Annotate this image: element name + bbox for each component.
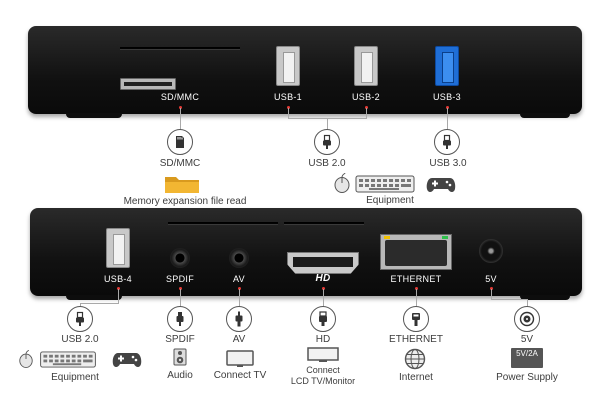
usb-plug-icon: [67, 306, 93, 332]
bottom-equipment-caption: Equipment: [51, 372, 99, 383]
leader-line: [491, 289, 492, 299]
leader-line: [239, 289, 240, 307]
av-label: AV: [233, 274, 245, 284]
speaker-icon: [173, 348, 187, 366]
gamepad-icon: [426, 174, 456, 194]
hd-callout-title: HD: [315, 334, 331, 345]
usb-1-port[interactable]: [276, 46, 300, 86]
leader-line: [416, 289, 417, 307]
tv-box-rear-top: [28, 26, 582, 114]
keyboard-icon: [38, 351, 98, 368]
leader-line: [118, 289, 119, 303]
usb-3-label: USB-3: [432, 92, 461, 102]
bottom-usb20-title: USB 2.0: [61, 334, 99, 345]
leader-line: [447, 108, 448, 130]
leader-line: [80, 303, 119, 304]
ethernet-callout-title: ETHERNET: [389, 334, 443, 345]
av-plug-icon: [226, 306, 252, 332]
device-foot: [520, 295, 570, 300]
sd-card-icon: [167, 129, 193, 155]
folder-icon: [163, 173, 201, 195]
gamepad-icon: [112, 349, 142, 369]
connect-tv-caption: Connect TV: [213, 370, 267, 381]
leader-line: [180, 108, 181, 130]
usb-2-port[interactable]: [354, 46, 378, 86]
mouse-icon: [18, 350, 34, 368]
device-foot: [66, 295, 122, 300]
usb-3-port[interactable]: [435, 46, 459, 86]
leader-dot: [446, 106, 449, 109]
usb20-callout-title: USB 2.0: [308, 158, 346, 169]
dc-power-jack[interactable]: [479, 239, 503, 263]
spdif-label: SPDIF: [165, 274, 194, 284]
ethernet-led: [442, 236, 448, 239]
leader-dot: [322, 287, 325, 290]
power-adapter-icon: 5V/2A: [511, 348, 543, 368]
spdif-plug-icon: [167, 306, 193, 332]
leader-dot: [287, 106, 290, 109]
leader-dot: [238, 287, 241, 290]
hdmi-port-opening: [293, 257, 353, 267]
leader-dot: [365, 106, 368, 109]
vent-slot: [168, 222, 278, 225]
leader-line: [327, 118, 328, 130]
top-equipment-caption: Equipment: [366, 195, 414, 206]
leader-line: [288, 108, 289, 118]
connect-lcd-line2: LCD TV/Monitor: [290, 376, 356, 386]
ethernet-led: [384, 236, 390, 239]
ethernet-label: ETHERNET: [390, 274, 442, 284]
sd-callout-title: SD/MMC: [159, 158, 201, 169]
usb-4-port[interactable]: [106, 228, 130, 268]
leader-line: [491, 299, 528, 300]
av-callout-title: AV: [232, 334, 246, 345]
usb-4-label: USB-4: [103, 274, 132, 284]
leader-line: [527, 299, 528, 307]
v5-callout-title: 5V: [520, 334, 534, 345]
leader-line: [366, 108, 367, 118]
leader-dot: [490, 287, 493, 290]
spdif-callout-title: SPDIF: [165, 334, 195, 345]
vent-slot: [284, 222, 364, 225]
leader-line: [180, 289, 181, 307]
sd-port-label: SD/MMC: [160, 92, 200, 102]
leader-dot: [117, 287, 120, 290]
internet-caption: Internet: [399, 372, 433, 383]
leader-dot: [415, 287, 418, 290]
usb30-callout-title: USB 3.0: [429, 158, 467, 169]
globe-icon: [404, 348, 426, 370]
usb-2-label: USB-2: [351, 92, 380, 102]
device-foot: [520, 113, 570, 118]
sd-card-slot[interactable]: [120, 78, 176, 90]
ethernet-port-opening: [385, 240, 447, 266]
monitor-icon: [307, 347, 339, 363]
audio-caption: Audio: [167, 370, 193, 381]
spdif-jack[interactable]: [170, 248, 190, 268]
connect-lcd-line1: Connect: [306, 365, 340, 375]
usb-plug-icon: [434, 129, 460, 155]
power-supply-caption: Power Supply: [496, 372, 558, 383]
hdmi-plug-icon: [310, 306, 336, 332]
mouse-icon: [333, 173, 351, 193]
tv-icon: [226, 350, 254, 368]
sd-callout-desc: Memory expansion file read: [123, 196, 247, 207]
leader-line: [80, 303, 81, 307]
device-foot: [66, 113, 122, 118]
power-label: 5V: [485, 274, 497, 284]
keyboard-icon: [355, 175, 415, 193]
leader-dot: [179, 106, 182, 109]
dc-plug-icon: [514, 306, 540, 332]
hd-label: HD: [315, 273, 331, 284]
vent-slot: [120, 47, 240, 50]
leader-dot: [179, 287, 182, 290]
leader-line: [323, 289, 324, 307]
usb-plug-icon: [314, 129, 340, 155]
adapter-rating: 5V/2A: [516, 349, 538, 358]
av-jack[interactable]: [229, 248, 249, 268]
usb-1-label: USB-1: [273, 92, 302, 102]
ethernet-plug-icon: [403, 306, 429, 332]
